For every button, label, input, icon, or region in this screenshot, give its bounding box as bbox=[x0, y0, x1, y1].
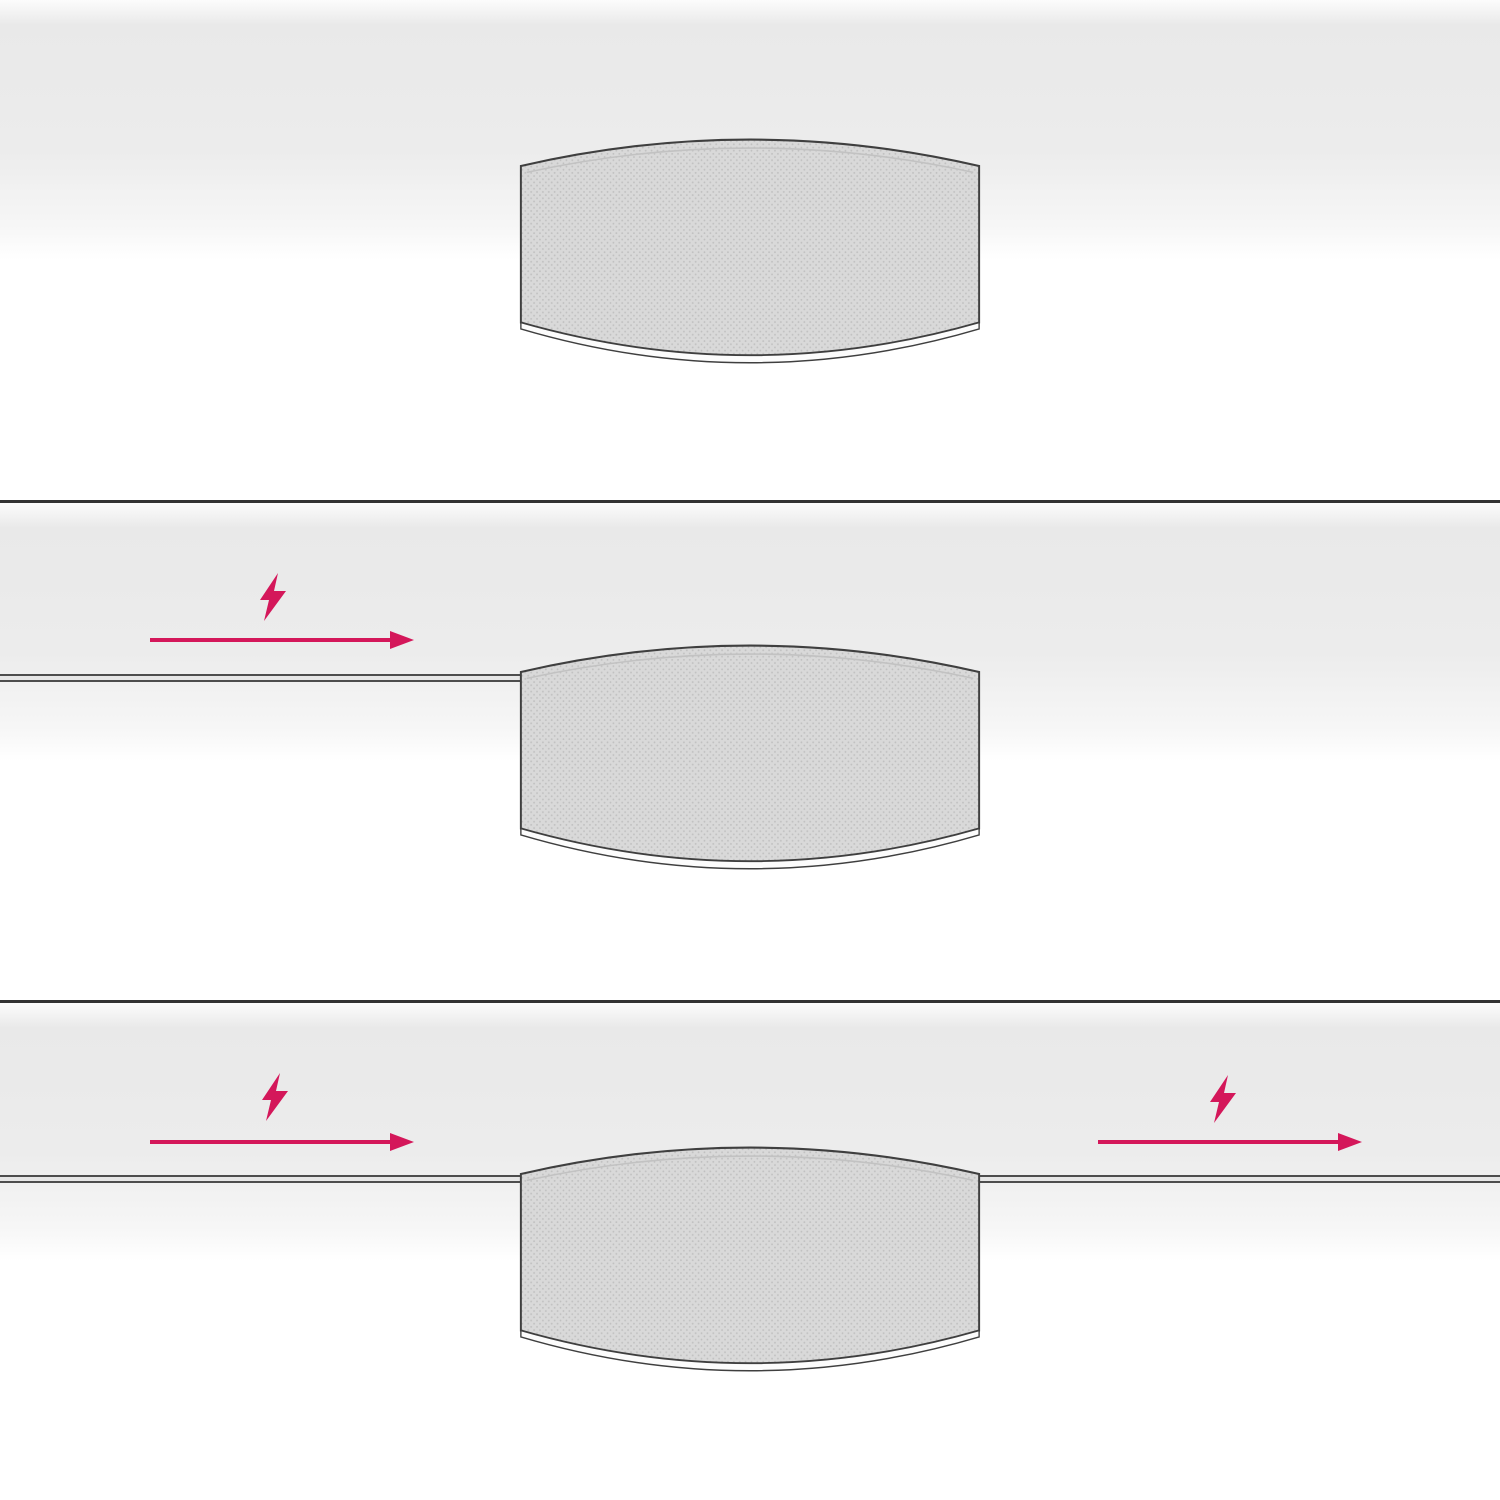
lightning-bolt-icon bbox=[260, 573, 286, 621]
lampshade-diffuser-rim bbox=[520, 1329, 980, 1372]
lightning-bolt-icon bbox=[262, 1073, 288, 1121]
direction-arrow-icon bbox=[150, 1133, 414, 1151]
direction-arrow-icon bbox=[1098, 1133, 1362, 1151]
lampshade bbox=[519, 138, 981, 364]
lampshade-body bbox=[519, 138, 981, 357]
panel-lamp-flush bbox=[0, 0, 1500, 500]
lampshade-top-seam bbox=[526, 147, 974, 174]
lampshade bbox=[519, 1146, 981, 1372]
lampshade bbox=[519, 644, 981, 870]
lampshade-diffuser-rim bbox=[520, 827, 980, 870]
lampshade-diffuser-rim bbox=[520, 321, 980, 364]
lampshade-top-seam bbox=[526, 1155, 974, 1182]
panel-lamp-cable-through bbox=[0, 1000, 1500, 1500]
panel-lamp-cable-in bbox=[0, 500, 1500, 1000]
lampshade-body bbox=[519, 644, 981, 863]
power-cable-left bbox=[0, 674, 560, 682]
direction-arrow-icon bbox=[150, 631, 414, 649]
lightning-bolt-icon bbox=[1210, 1075, 1236, 1123]
lampshade-top-seam bbox=[526, 653, 974, 680]
lampshade-body bbox=[519, 1146, 981, 1365]
